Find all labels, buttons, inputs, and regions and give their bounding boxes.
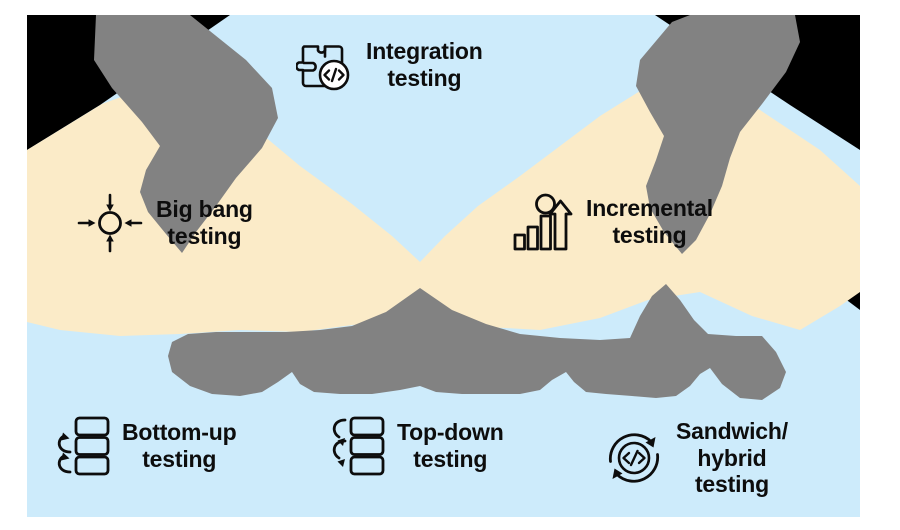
item-label-incremental-testing: Incremental testing	[586, 195, 713, 248]
stacked-blocks-down-arrows-icon	[327, 416, 385, 476]
gray-bottom-ridge	[168, 284, 786, 400]
stacked-blocks-up-arrows-icon	[52, 416, 110, 476]
item-label-bottom-up-testing: Bottom-up testing	[122, 419, 237, 472]
diagram-item-integration-testing: Integration testing	[295, 36, 483, 94]
item-label-top-down-testing: Top-down testing	[397, 419, 504, 472]
growth-bars-arrow-icon	[512, 192, 574, 252]
converging-arrows-icon	[76, 192, 144, 254]
diagram-item-top-down-testing: Top-down testing	[327, 416, 504, 476]
puzzle-code-icon	[295, 36, 354, 94]
item-label-integration-testing: Integration testing	[366, 38, 483, 91]
diagram-item-big-bang-testing: Big bang testing	[76, 192, 253, 254]
diagram-item-incremental-testing: Incremental testing	[512, 192, 713, 252]
rotating-code-icon	[604, 428, 664, 488]
item-label-sandwich-hybrid-testing: Sandwich/ hybrid testing	[676, 418, 788, 498]
diagram-item-sandwich-hybrid-testing: Sandwich/ hybrid testing	[604, 418, 788, 498]
diagram-item-bottom-up-testing: Bottom-up testing	[52, 416, 237, 476]
gray-diamond-left	[94, 15, 278, 253]
item-label-big-bang-testing: Big bang testing	[156, 196, 253, 249]
gray-diamond-right	[636, 15, 800, 254]
